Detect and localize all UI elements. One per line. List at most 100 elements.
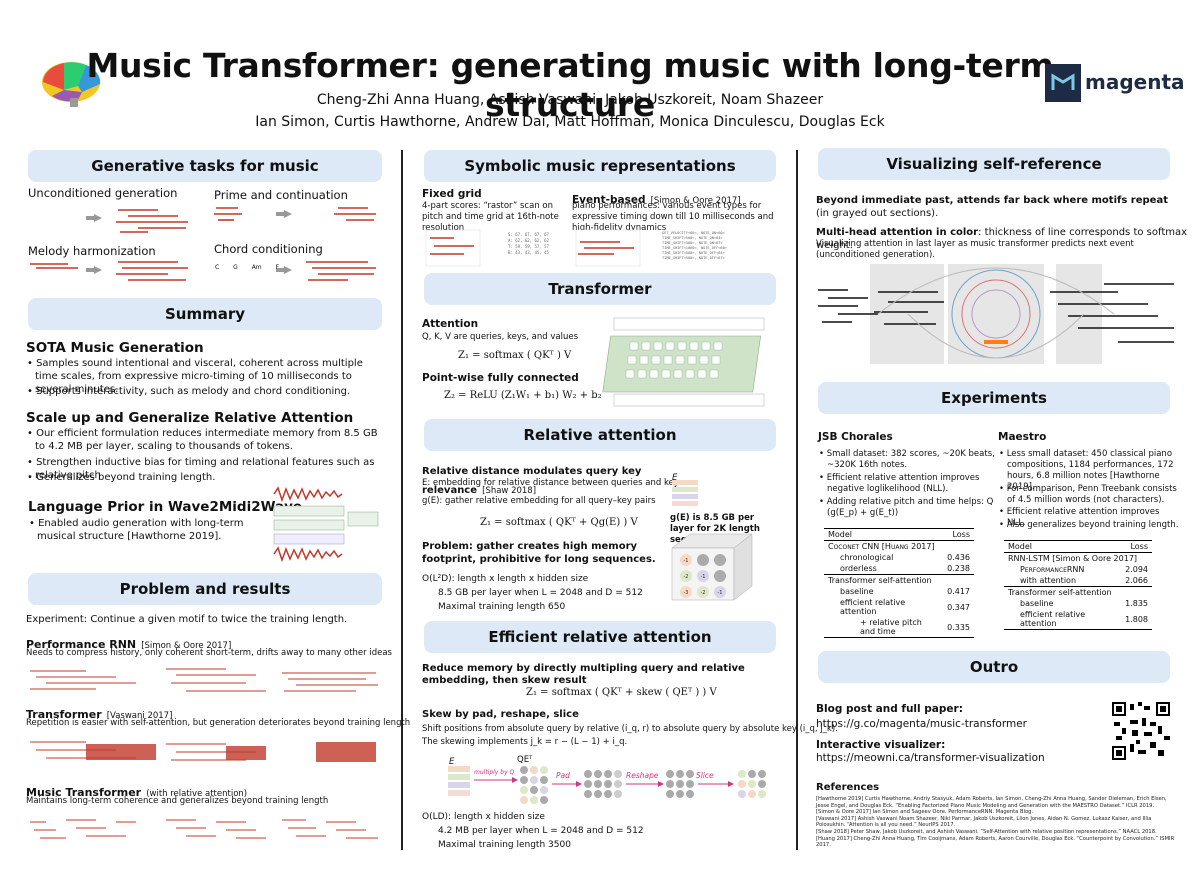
svg-text:-3: -3 (684, 590, 689, 596)
scale-bullet-1: Our efficient formulation reduces interm… (26, 427, 387, 453)
table-cell: 0.347 (947, 602, 970, 612)
experiment-desc: Experiment: Continue a given motif to tw… (26, 614, 348, 625)
relative-e-desc: E: embedding for relative distance betwe… (422, 478, 684, 488)
table-row: PerformanceRNN 2.094 (1004, 564, 1152, 575)
relative-memory: 8.5 GB per layer when L = 2048 and D = 5… (438, 588, 643, 598)
svg-text:S: 67, 67, 67, 67: S: 67, 67, 67, 67 (508, 232, 550, 237)
mt-title: Music Transformer (26, 786, 142, 799)
jsb-bullet-1: Small dataset: 382 scores, ~20K beats, ~… (818, 449, 997, 471)
svg-text:-1: -1 (701, 574, 706, 580)
magenta-logo-icon (1045, 64, 1081, 102)
attention-title: Attention (422, 318, 479, 330)
skew-step-reshape: Reshape (626, 771, 659, 780)
skew-e-label: E (449, 757, 455, 767)
fixed-grid-title: Fixed grid (422, 188, 482, 200)
table-cell: with attention (1020, 576, 1077, 585)
transformer-attention-diagram (602, 317, 765, 407)
relative-g-desc: g(E): gather relative embedding for all … (422, 496, 656, 506)
event-based-heading: Event-based [Simon & Oore 2017] (572, 188, 741, 207)
table-header-loss: Loss (1130, 542, 1148, 551)
efficient-complexity: O(LD): length x hidden size (422, 812, 545, 822)
table-cell: efficient relative attention (840, 598, 906, 616)
visualizing-p2-bold: Multi-head attention in color (816, 227, 979, 238)
relative-e-label: E (672, 473, 678, 483)
table-cell: Coconet CNN [Huang 2017] (828, 542, 935, 551)
attention-desc: Q, K, V are queries, keys, and values (422, 332, 579, 342)
fixed-grid-desc: 4-part scores: “rastor” scan on pitch an… (422, 201, 559, 233)
jsb-title: JSB Chorales (818, 431, 893, 443)
skew-qe-label: QEᵀ (517, 755, 533, 765)
music-transformer-heading: Music Transformer (with relative attenti… (26, 781, 247, 800)
svg-text:-2: -2 (701, 590, 706, 596)
sota-title: SOTA Music Generation (26, 340, 204, 356)
authors-line-1: Cheng-Zhi Anna Huang, Ashish Vaswani, Ja… (316, 92, 824, 108)
section-header-symbolic: Symbolic music representations (424, 150, 776, 182)
table-cell: 2.094 (1125, 565, 1148, 574)
svg-text:TIME_SHIFT<1000>, NOTE_OFF<60>: TIME_SHIFT<1000>, NOTE_OFF<60> (662, 246, 728, 250)
table-header-model: Model (828, 530, 853, 539)
scale-title: Scale up and Generalize Relative Attenti… (26, 410, 354, 426)
task-unconditioned: Unconditioned generation (28, 186, 178, 200)
transformer-heading: Transformer [Vaswani 2017] (26, 703, 172, 722)
wave2midi2wave-diagram (273, 486, 379, 562)
relative-complexity: O(L²D): length x length x hidden size (422, 574, 589, 584)
visualizing-p1-bold: Beyond immediate past, attends far back … (816, 195, 1168, 206)
table-cell: orderless (840, 564, 877, 573)
skew-diagram (448, 766, 766, 804)
svg-text:-1: -1 (718, 590, 723, 596)
maestro-bullet-2: For comparison, Penn Treebank consists o… (998, 484, 1179, 506)
table-row: orderless 0.238 (824, 563, 974, 575)
table-cell: 2.066 (1125, 576, 1148, 585)
relative-ref: [Shaw 2018] (482, 486, 537, 496)
table-row: efficient relative attention 0.347 (824, 597, 974, 617)
table-cell: 1.835 (1125, 599, 1148, 608)
chord-label: C (215, 264, 220, 271)
relative-heading: Relative distance modulates query key re… (422, 459, 662, 497)
visualizer-title: Interactive visualizer: (816, 739, 946, 751)
transformer-ref: [Vaswani 2017] (106, 711, 173, 721)
reference-item: [Shaw 2018] Peter Shaw, Jakob Uszkoreit,… (816, 828, 1157, 835)
section-header-experiments: Experiments (818, 382, 1170, 414)
table-cell: baseline (840, 587, 874, 596)
table-row: Transformer self-attention (1004, 587, 1152, 599)
table-cell: + relative pitch and time (860, 618, 922, 636)
table-cell: 0.238 (947, 564, 970, 573)
maestro-title: Maestro (998, 431, 1047, 443)
relative-3d-tensor: -1 -2 -1 -3 -2 -1 (671, 533, 753, 601)
svg-text:TIME_SHIFT<500>, NOTE_ON<64>: TIME_SHIFT<500>, NOTE_ON<64> (662, 236, 723, 240)
brain-logo (42, 62, 101, 107)
music-transformer-pianorolls (30, 819, 378, 839)
blog-link[interactable]: https://g.co/magenta/music-transformer (816, 718, 1027, 730)
visualizing-para-3: Visualizing attention in last layer as m… (816, 239, 1134, 260)
transformer-title: Transformer (26, 708, 102, 721)
skew-desc-1: Shift positions from absolute query by r… (422, 724, 838, 734)
reference-item: [Vaswani 2017] Ashish Vaswani Noam Shaze… (816, 815, 1152, 829)
visualizing-para-1: Beyond immediate past, attends far back … (816, 194, 1176, 220)
task-prime-continuation: Prime and continuation (214, 188, 348, 202)
table-cell: PerformanceRNN (1020, 565, 1085, 574)
maestro-bullet-4: Also generalizes beyond training length. (998, 520, 1179, 531)
scale-bullet-3: Generalizes beyond training length. (26, 471, 387, 484)
transformer-pianorolls (30, 741, 376, 762)
task-melody-harmonization: Melody harmonization (28, 244, 156, 258)
efficient-title: Reduce memory by directly multipling que… (422, 663, 745, 686)
svg-text:TIME_SHIFT<500>, NOTE_OFF<64>: TIME_SHIFT<500>, NOTE_OFF<64> (662, 251, 726, 255)
prnn-pianorolls (30, 668, 378, 692)
reference-item: [Simon & Oore 2017] Ian Simon and Sageev… (816, 809, 1034, 816)
chord-label: F (275, 264, 280, 271)
relative-problem: Problem: gather creates high memory foot… (422, 541, 656, 565)
visualizer-link[interactable]: https://meowni.ca/transformer-visualizat… (816, 752, 1045, 764)
table-cell: efficient relative attention (1020, 610, 1086, 628)
visualizing-p1-rest: (in grayed out sections). (816, 208, 939, 219)
authors-line-2: Ian Simon, Curtis Hawthorne, Andrew Dai,… (255, 114, 885, 130)
prnn-desc: Needs to compress history, only coherent… (26, 648, 392, 658)
pointwise-title: Point-wise fully connected (422, 372, 579, 384)
event-based-desc: piano performances: various event types … (572, 201, 774, 233)
qr-code[interactable] (1112, 702, 1170, 760)
section-header-outro: Outro (818, 651, 1170, 683)
table-cell: chronological (840, 553, 894, 562)
